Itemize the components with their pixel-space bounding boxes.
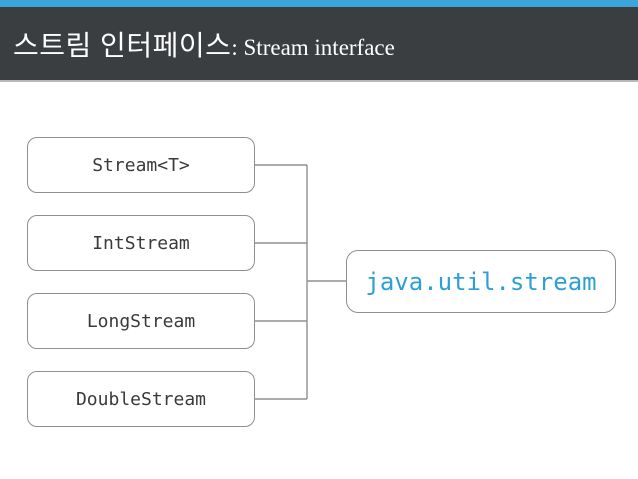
slide-title-english: : Stream interface [231,34,395,60]
top-accent-bar [0,0,638,7]
node-doublestream: DoubleStream [27,371,255,427]
slide-title: 스트림 인터페이스: Stream interface [0,28,395,60]
node-doublestream-label: DoubleStream [75,388,207,410]
node-stream-t-label: Stream<T> [92,154,190,176]
node-java-util-stream: java.util.stream [346,250,616,313]
slide-title-korean: 스트림 인터페이스 [13,29,232,61]
node-java-util-stream-label: java.util.stream [365,267,597,296]
node-stream-t: Stream<T> [27,137,255,193]
stream-interface-diagram: Stream<T> IntStream LongStream DoubleStr… [0,84,638,479]
node-intstream-label: IntStream [92,232,190,254]
node-intstream: IntStream [27,215,255,271]
slide-header: 스트림 인터페이스: Stream interface [0,7,638,82]
node-longstream-label: LongStream [86,310,196,332]
node-longstream: LongStream [27,293,255,349]
